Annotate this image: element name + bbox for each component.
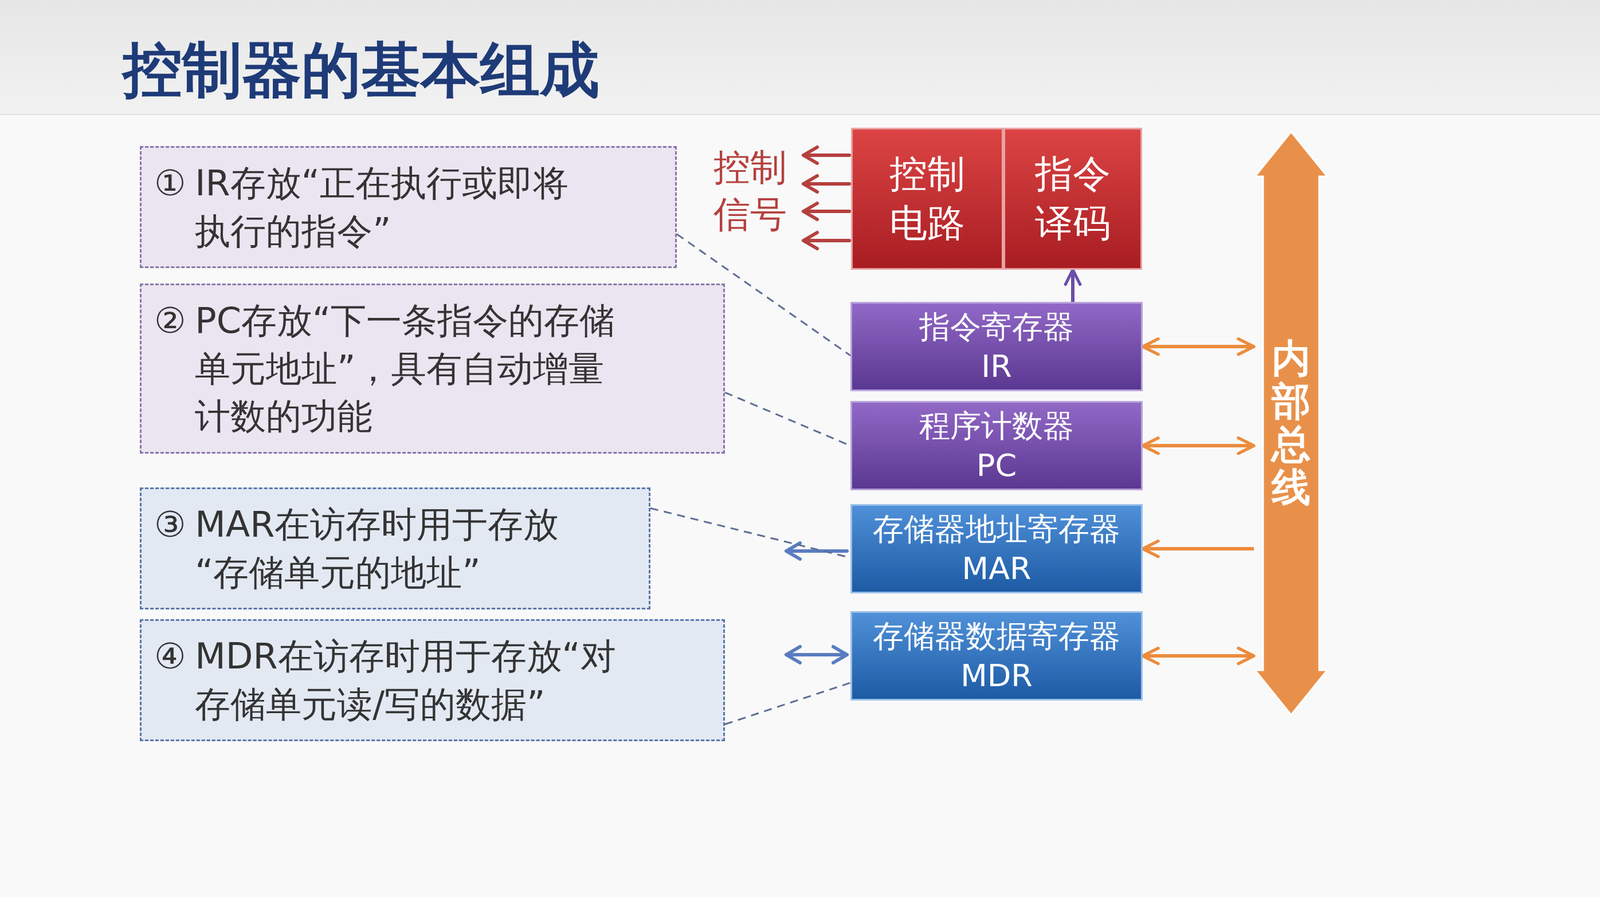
node-text: 控制 电路 xyxy=(869,149,985,249)
slide-title: 控制器的基本组成 xyxy=(122,34,600,107)
node-text: MAR xyxy=(961,548,1031,589)
node-text: IR存放“正在执行或即将 执行的指令” xyxy=(194,159,661,256)
register-box: 存储器地址寄存器MAR xyxy=(850,504,1143,594)
callout-number: ② xyxy=(154,296,195,345)
callout-box: ④MDR在访存时用于存放“对 存储单元读/写的数据” xyxy=(139,619,725,742)
address-out-arrow xyxy=(786,543,847,560)
register-box: 指令寄存器IR xyxy=(850,302,1143,392)
node-text: MDR在访存时用于存放“对 存储单元读/写的数据” xyxy=(194,632,709,729)
bus-arrow: 内部总线 xyxy=(1253,130,1329,717)
node-text: 内部总线 xyxy=(1271,337,1311,509)
signal-arrow xyxy=(803,147,850,164)
bus-arrow-line xyxy=(1142,344,1254,349)
node-text: 程序计数器 xyxy=(919,406,1074,446)
memory-arrows xyxy=(786,543,847,664)
node-text: MAR在访存时用于存放 “存储单元的地址” xyxy=(194,500,634,597)
control-circuit-box: 控制 电路 xyxy=(851,127,1004,270)
node-text: 指令寄存器 xyxy=(919,307,1074,347)
callout-number: ④ xyxy=(154,632,195,681)
header-band xyxy=(0,0,1600,115)
decoder-box: 指令 译码 xyxy=(1003,127,1143,270)
bus-arrow-line xyxy=(1142,654,1254,658)
node-text: 存储器地址寄存器 xyxy=(872,509,1121,549)
data-arrow xyxy=(786,646,847,664)
bus-arrow-line xyxy=(1071,269,1075,303)
node-text: PC xyxy=(976,445,1017,486)
signal-arrow xyxy=(803,203,850,220)
signal-arrow xyxy=(803,175,850,192)
header-rule xyxy=(0,114,1600,116)
leader-line xyxy=(650,508,851,558)
bus-arrow-line xyxy=(1142,547,1254,551)
callout-box: ①IR存放“正在执行或即将 执行的指令” xyxy=(139,146,677,269)
register-box: 存储器数据寄存器MDR xyxy=(850,611,1143,701)
callout-box: ②PC存放“下一条指令的存储 单元地址”，具有自动增量 计数的功能 xyxy=(139,283,725,454)
leader-line xyxy=(724,683,851,725)
callout-number: ① xyxy=(154,159,195,208)
callout-box: ③MAR在访存时用于存放 “存储单元的地址” xyxy=(139,487,651,610)
register-box: 程序计数器PC xyxy=(850,401,1143,491)
control-signal-arrows xyxy=(803,147,850,249)
signal-arrow xyxy=(803,232,850,249)
node-text: PC存放“下一条指令的存储 单元地址”，具有自动增量 计数的功能 xyxy=(194,296,709,441)
node-text: IR xyxy=(981,346,1012,387)
node-text: 指令 译码 xyxy=(1022,149,1124,249)
node-text: MDR xyxy=(960,656,1033,696)
callout-number: ③ xyxy=(154,500,195,549)
bus-arrow-line xyxy=(1142,444,1254,448)
node-text: 存储器数据寄存器 xyxy=(872,616,1121,657)
leader-line xyxy=(724,392,851,446)
signal-label: 控制 信号 xyxy=(713,144,794,239)
bus-arrow-body xyxy=(1255,131,1328,716)
